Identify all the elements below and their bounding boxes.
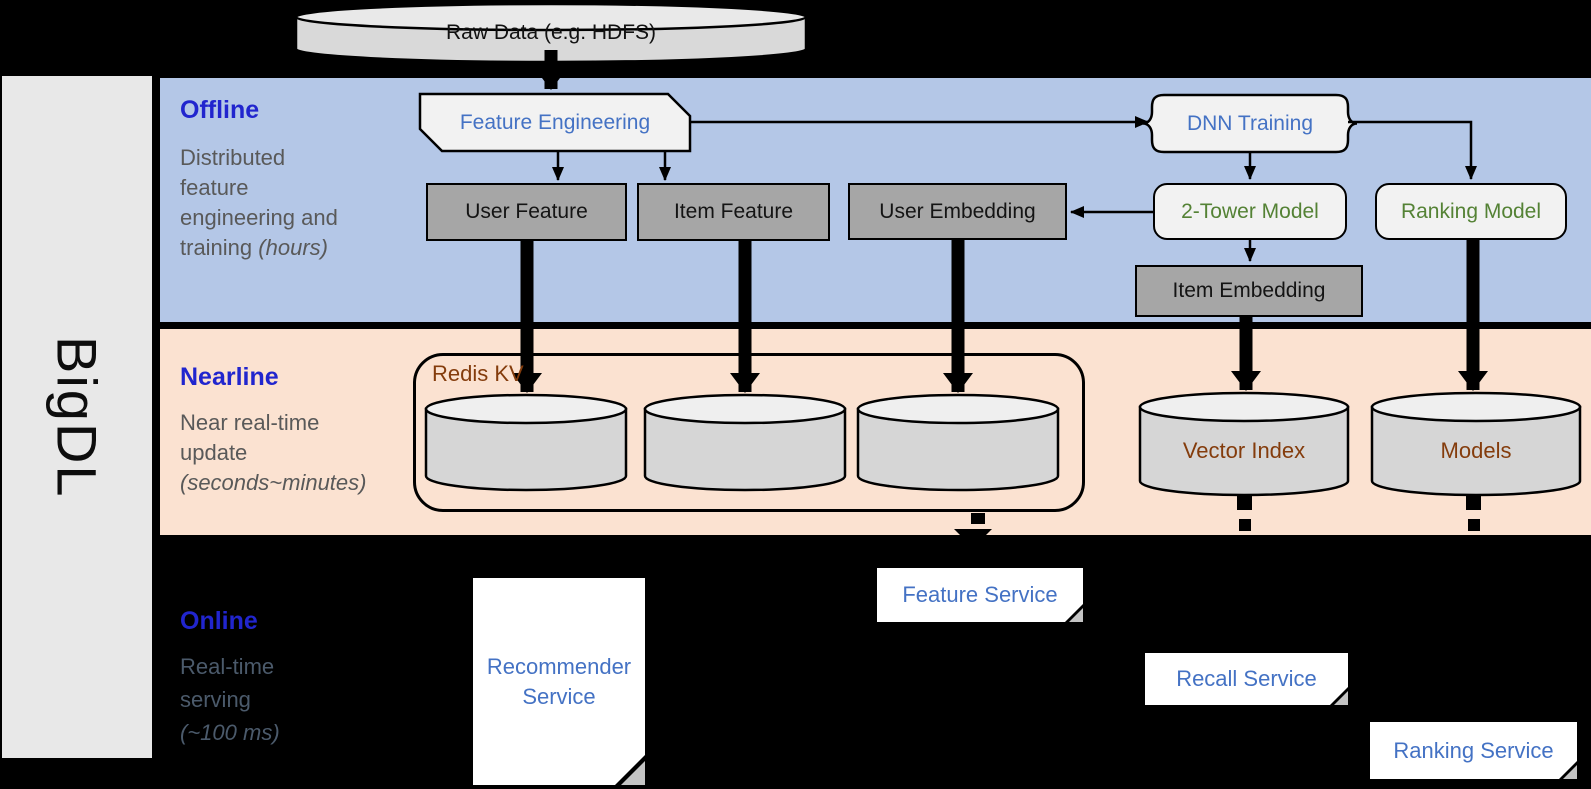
nearline-desc-note: (seconds~minutes) — [180, 470, 367, 495]
redis-kv-label: Redis KV — [432, 361, 524, 386]
feature-engineering-node: Feature Engineering — [459, 110, 651, 134]
raw-data-label: Raw Data (e.g. HDFS) — [445, 21, 657, 44]
user-feature-node: User Feature — [426, 183, 627, 241]
user-embedding-node: User Embedding — [848, 183, 1067, 240]
nearline-desc-line2: update — [180, 440, 248, 465]
nearline-desc-line1: Near real-time — [180, 410, 320, 435]
recommender-service-node: Recommender Service — [473, 578, 645, 785]
raw-data-cylinder — [294, 2, 808, 64]
dnn-training-node: DNN Training — [1186, 111, 1314, 135]
store-cylinders — [1138, 391, 1582, 497]
dash-vector-index-1 — [1237, 496, 1252, 510]
recommender-service-label: Recommender Service — [486, 653, 632, 709]
offline-desc-note: (hours) — [258, 235, 328, 260]
redis-cylinders — [424, 393, 1060, 492]
item-embedding-node: Item Embedding — [1135, 265, 1363, 317]
online-title: Online — [180, 607, 258, 635]
two-tower-model-node: 2-Tower Model — [1153, 183, 1347, 240]
thick-arrows — [512, 50, 1488, 393]
recall-service-node: Recall Service — [1145, 653, 1348, 705]
item-feature-node: Item Feature — [637, 183, 830, 241]
bigdl-sidebar: BigDL — [2, 76, 152, 758]
redis-cylinder-1 — [424, 407, 628, 492]
online-desc-note: (~100 ms) — [180, 720, 280, 745]
nearline-description: Near real-time update (seconds~minutes) — [180, 408, 425, 498]
ranking-service-node: Ranking Service — [1370, 722, 1577, 779]
arrow-dnn-to-ranking-model — [1348, 120, 1477, 180]
arrowhead-redis-to-feature-service — [954, 529, 992, 548]
offline-desc-line2: feature — [180, 175, 249, 200]
dash-vector-index-2 — [1239, 519, 1251, 531]
vector-index-label: Vector Index — [1182, 438, 1306, 463]
nearline-title: Nearline — [180, 363, 279, 391]
ranking-model-node: Ranking Model — [1375, 183, 1567, 240]
dnn-training-shape — [1142, 93, 1358, 154]
online-desc-line2: serving — [180, 687, 251, 712]
models-cylinder — [1370, 405, 1582, 497]
offline-desc-line3: engineering and — [180, 205, 338, 230]
offline-title: Offline — [180, 96, 260, 124]
dash-models-2 — [1468, 519, 1480, 531]
models-label: Models — [1440, 438, 1512, 463]
bigdl-label: BigDL — [45, 335, 109, 499]
dash-redis-to-feature-service — [971, 513, 985, 524]
redis-cylinder-3 — [856, 407, 1060, 492]
offline-description: Distributed feature engineering and trai… — [180, 143, 420, 263]
feature-engineering-shape — [418, 92, 692, 153]
offline-desc-line4: training — [180, 235, 253, 260]
offline-desc-line1: Distributed — [180, 145, 286, 170]
vector-index-cylinder — [1138, 405, 1350, 497]
feature-service-node: Feature Service — [877, 568, 1083, 622]
redis-cylinder-2 — [643, 407, 847, 492]
online-description: Real-time serving (~100 ms) — [180, 650, 420, 749]
online-desc-line1: Real-time — [180, 654, 275, 679]
dashed-connectors — [954, 496, 1481, 548]
thin-arrows — [552, 116, 1477, 262]
dash-models-1 — [1466, 496, 1481, 510]
